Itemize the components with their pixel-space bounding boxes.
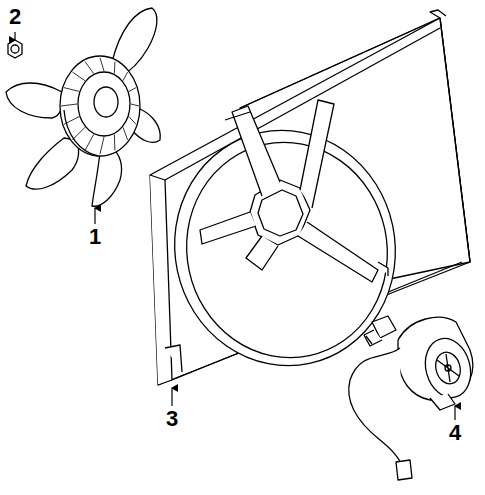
hub-rib: [100, 58, 104, 71]
leader-lines: [15, 32, 455, 420]
hub-rib: [64, 88, 79, 92]
hub-rib: [85, 134, 94, 150]
fan-hub-ribs: [61, 58, 139, 154]
hub-rib: [129, 117, 136, 125]
hub-rib: [123, 72, 127, 81]
hub-rib: [72, 127, 84, 140]
hub-rib: [64, 117, 79, 125]
hub-rib: [114, 62, 116, 74]
hub-rib: [129, 88, 136, 92]
callout-number: 3: [166, 408, 178, 430]
hub-rib: [100, 137, 104, 154]
hub-rib: [85, 62, 94, 74]
hub-rib: [61, 104, 77, 106]
callout-number: 4: [449, 422, 461, 444]
hub-rib: [131, 104, 139, 106]
hub-rib: [123, 127, 127, 140]
hub-rib: [114, 134, 116, 150]
callout-number: 2: [9, 6, 21, 28]
hub-rib: [72, 72, 84, 81]
fan-blade: [6, 8, 160, 206]
fan-motor: [349, 316, 477, 480]
nut: [8, 40, 22, 58]
callout-number: 1: [89, 226, 101, 248]
